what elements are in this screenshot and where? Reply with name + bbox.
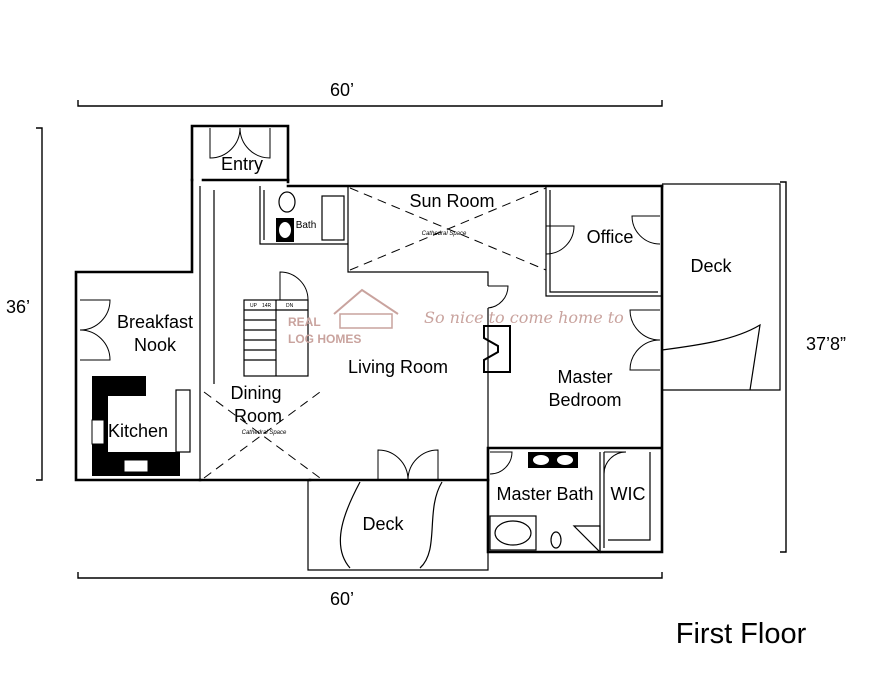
fireplace <box>483 325 511 373</box>
deck-south-outline <box>307 480 489 571</box>
room-kitchen: Kitchen <box>108 421 168 441</box>
room-living-room: Living Room <box>348 357 448 377</box>
watermark-brand-1: REAL <box>288 315 321 329</box>
watermark-tagline: So nice to come home to <box>424 308 624 327</box>
stair-run <box>243 299 309 377</box>
dimension-lines <box>36 100 787 579</box>
watermark-brand-2: LOG HOMES <box>288 332 361 346</box>
room-breakfast-2: Nook <box>134 335 177 355</box>
room-master-bedroom-1: Master <box>557 367 612 387</box>
room-dining-2: Room <box>234 406 282 426</box>
room-breakfast-1: Breakfast <box>117 312 193 332</box>
room-deck-east: Deck <box>690 256 732 276</box>
doors <box>79 127 661 481</box>
stair-count-label: 14R <box>262 303 272 309</box>
dim-bottom-label: 60’ <box>330 589 354 609</box>
room-master-bedroom-2: Bedroom <box>548 390 621 410</box>
master-bath-fixtures <box>489 452 601 554</box>
stair-down-label: DN <box>286 303 294 309</box>
interior-walls <box>199 186 662 552</box>
room-dining-1: Dining <box>230 383 281 403</box>
room-sun-room-note: Cathedral Space <box>422 231 467 237</box>
room-bath: Bath <box>296 220 317 231</box>
dim-right-label: 37’8” <box>806 334 846 354</box>
watermark-logo <box>333 288 399 329</box>
plan-title: First Floor <box>676 618 807 650</box>
kitchen-cabinets <box>91 376 191 476</box>
room-sun-room: Sun Room <box>409 191 494 211</box>
dim-top-label: 60’ <box>330 80 354 100</box>
dim-left-label: 36’ <box>6 297 30 317</box>
room-deck-south: Deck <box>362 514 404 534</box>
deck-east-outline <box>661 183 781 391</box>
room-wic: WIC <box>611 484 646 504</box>
room-entry: Entry <box>221 154 263 174</box>
room-dining-note: Cathedral Space <box>242 430 287 436</box>
stair-up-label: UP <box>250 303 258 309</box>
bath-fixtures <box>276 191 345 242</box>
cathedral-space-lines <box>203 187 547 479</box>
room-master-bath: Master Bath <box>496 484 593 504</box>
room-office: Office <box>587 227 634 247</box>
